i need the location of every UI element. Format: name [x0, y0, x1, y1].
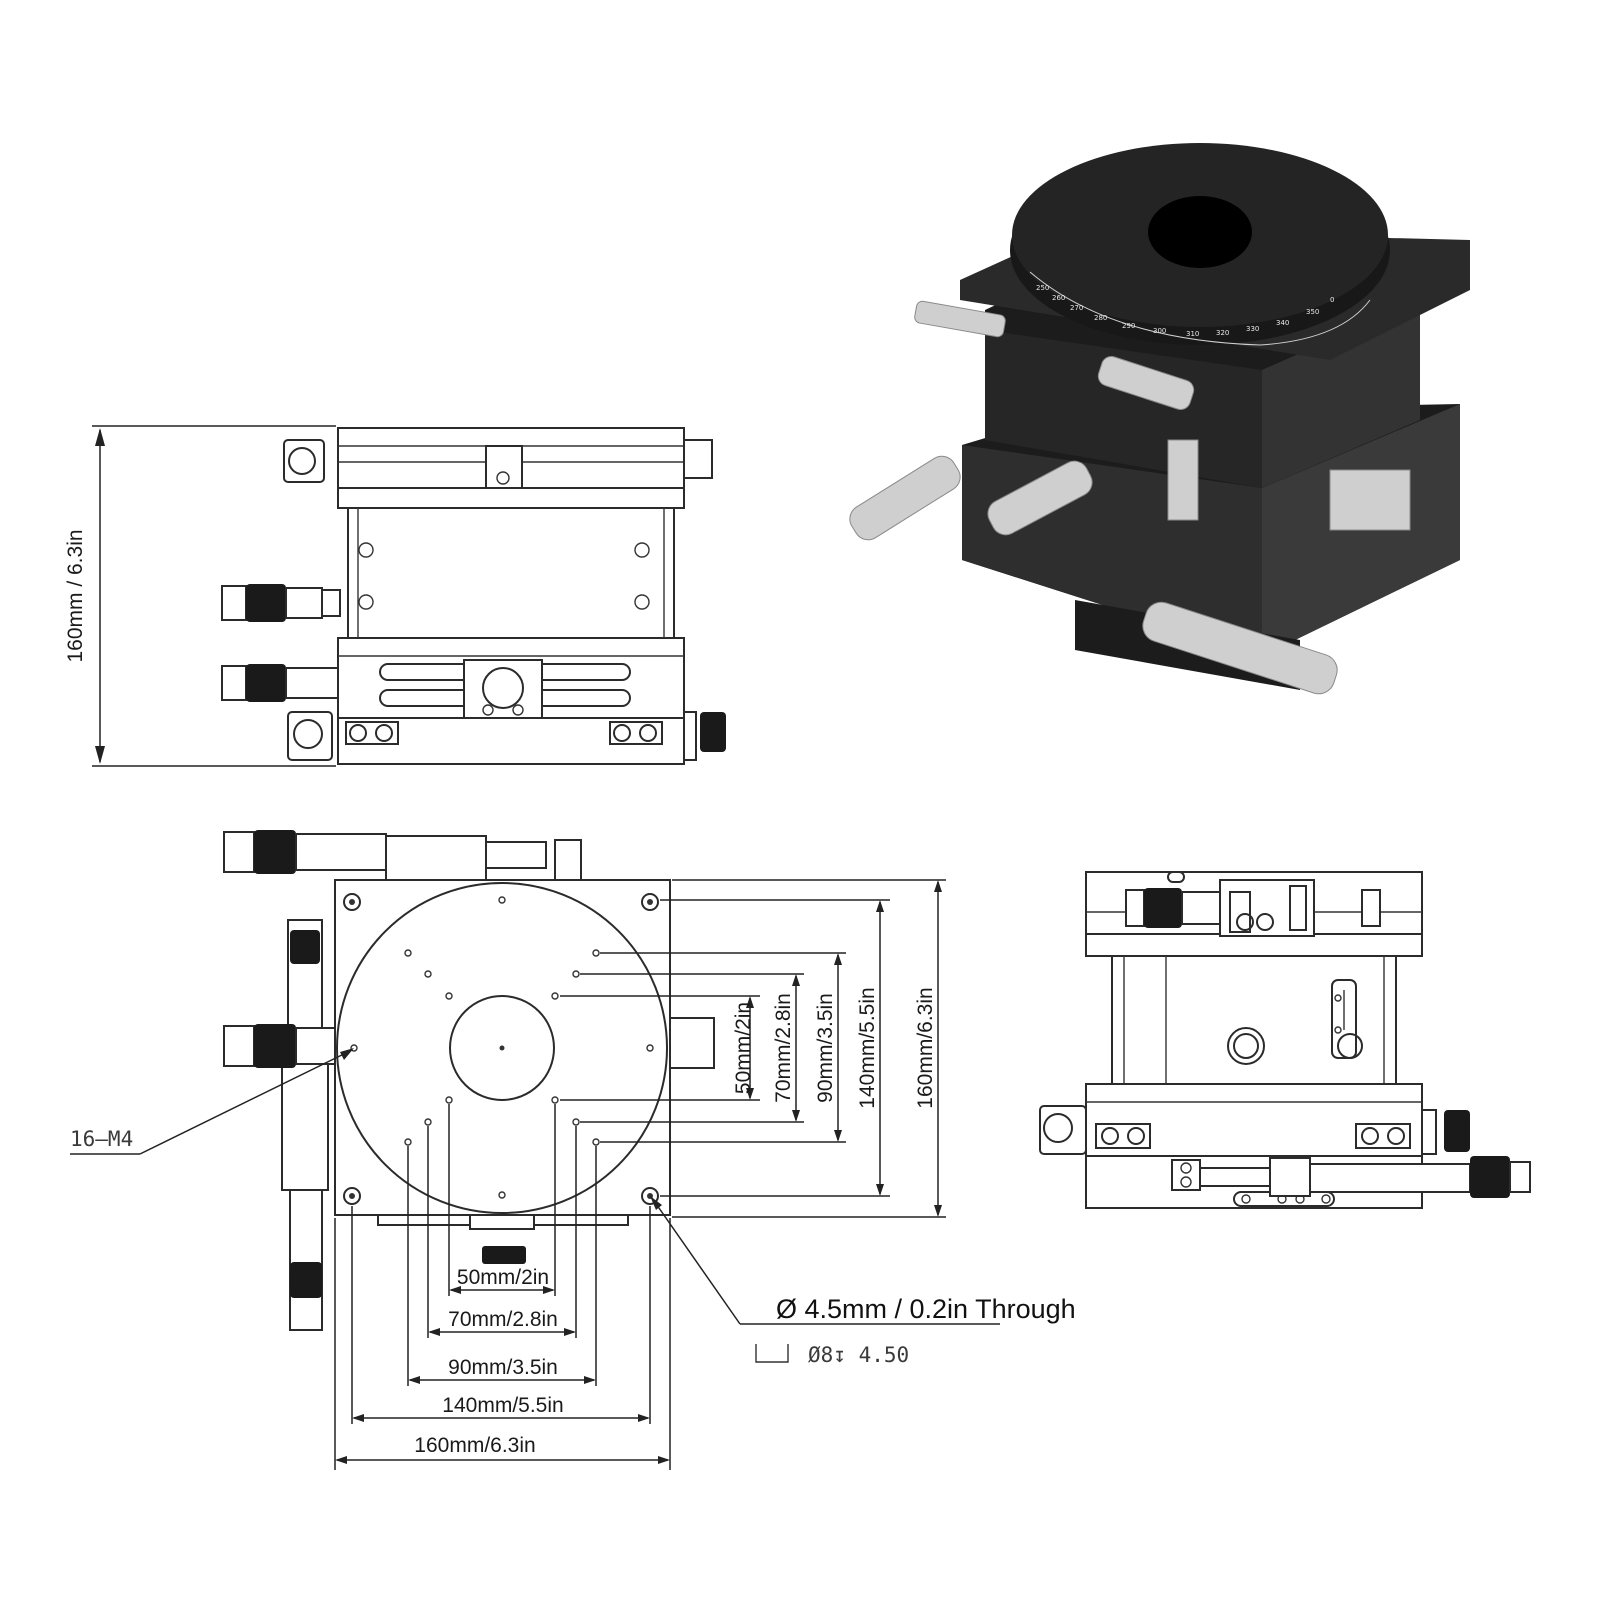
rotary-table-outline — [336, 882, 668, 1214]
vdim-90-label: 90mm/3.5in — [814, 993, 837, 1103]
scale-number: 280 — [1094, 314, 1107, 322]
horizontal-dimensions: 50mm/2in 70mm/2.8in 90mm/3.5in 140mm/5.5… — [334, 1104, 671, 1470]
front-micrometer — [1199, 1156, 1531, 1198]
scale-number: 0 — [1330, 296, 1334, 304]
scale-number: 260 — [1052, 294, 1065, 302]
side-height-label: 160mm / 6.3in — [64, 529, 87, 662]
scale-number: 300 — [1153, 327, 1166, 335]
vdim-140-label: 140mm/5.5in — [856, 987, 879, 1108]
vertical-dimensions: 50mm/2in 70mm/2.8in 90mm/3.5in 140mm/5.5… — [560, 879, 946, 1218]
top-view: 50mm/2in 70mm/2.8in 90mm/3.5in 140mm/5.5… — [70, 830, 1076, 1470]
hdim-90-label: 90mm/3.5in — [448, 1356, 558, 1379]
hdim-70-label: 70mm/2.8in — [448, 1308, 558, 1331]
scale-number: 320 — [1216, 329, 1229, 337]
hdim-140-label: 140mm/5.5in — [442, 1394, 563, 1417]
side-view: 160mm / 6.3in — [64, 425, 726, 767]
photo-micrometer — [849, 300, 1411, 695]
scale-number: 290 — [1122, 322, 1135, 330]
thread-callout-label: 16—M4 — [70, 1127, 133, 1151]
scale-number: 350 — [1306, 308, 1319, 316]
through-hole-label: Ø 4.5mm / 0.2in Through — [776, 1294, 1076, 1324]
corner-through-holes — [343, 893, 659, 1205]
scale-number: 250 — [1036, 284, 1049, 292]
left-micrometer — [281, 919, 329, 1331]
top-micrometer — [223, 830, 582, 883]
hdim-50-label: 50mm/2in — [457, 1266, 549, 1289]
counterbore-label: Ø8↧ 4.50 — [808, 1343, 909, 1367]
scale-number: 310 — [1186, 330, 1199, 338]
left-micrometer — [223, 1024, 337, 1068]
side-micrometer — [221, 664, 339, 702]
m4-holes — [350, 896, 654, 1199]
product-photo: 250 260 270 280 290 300 310 320 330 340 … — [849, 143, 1470, 695]
vdim-70-label: 70mm/2.8in — [772, 993, 795, 1103]
through-hole-callout: Ø 4.5mm / 0.2in Through Ø8↧ 4.50 — [650, 1196, 1076, 1367]
hdim-160-label: 160mm/6.3in — [414, 1434, 535, 1457]
rotary-scale-numbers: 250 260 270 280 290 300 310 320 330 340 … — [1036, 284, 1334, 338]
front-view — [1039, 871, 1531, 1209]
front-micrometer — [1125, 888, 1223, 928]
thread-callout: 16—M4 — [70, 1048, 354, 1155]
vdim-160-label: 160mm/6.3in — [914, 987, 937, 1108]
scale-number: 340 — [1276, 319, 1289, 327]
scale-number: 330 — [1246, 325, 1259, 333]
center-bore — [449, 995, 555, 1101]
vdim-50-label: 50mm/2in — [732, 1002, 755, 1094]
side-micrometer — [221, 584, 341, 622]
scale-number: 270 — [1070, 304, 1083, 312]
